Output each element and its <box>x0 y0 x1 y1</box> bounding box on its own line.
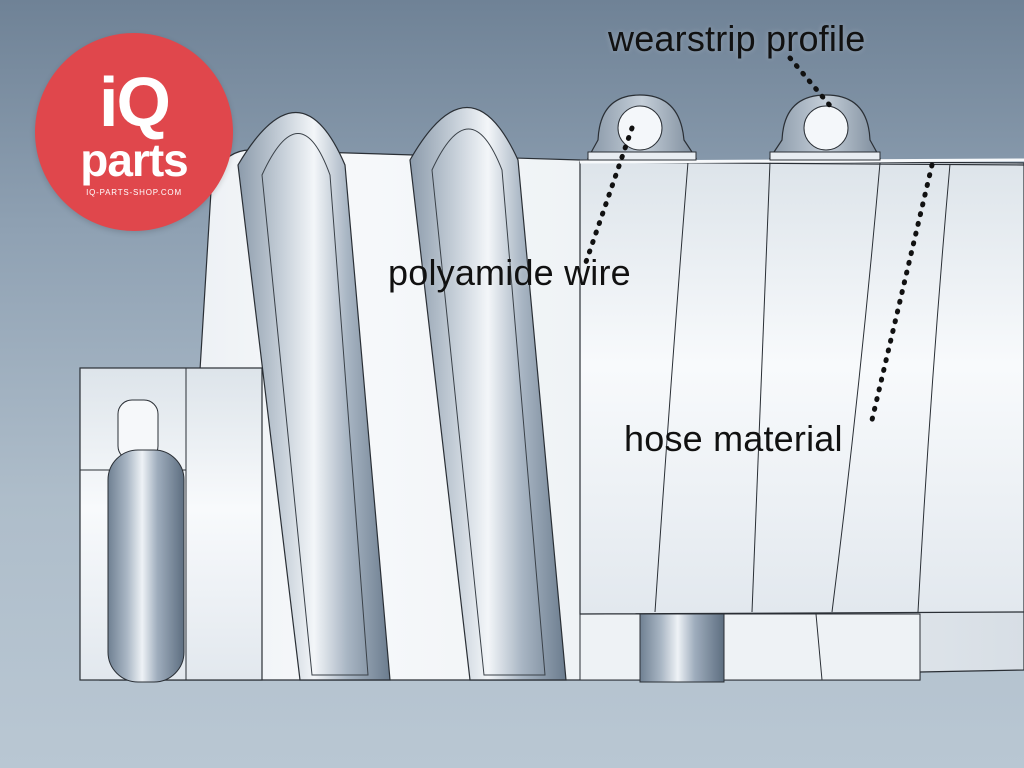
logo-brand-line1: iQ <box>99 63 171 141</box>
iq-parts-logo: iQ parts IQ-PARTS-SHOP.COM <box>35 33 233 231</box>
leader-hose <box>869 162 935 423</box>
hose-material-label: hose material <box>624 418 843 459</box>
lower-wire <box>639 613 725 683</box>
leader-wearstrip <box>787 55 835 111</box>
logo-url: IQ-PARTS-SHOP.COM <box>86 188 182 197</box>
hose-ring-1 <box>237 111 391 681</box>
wearstrip-profile-2 <box>768 94 882 161</box>
hose-material-panel <box>579 158 1024 615</box>
polyamide-wire-2 <box>803 105 849 151</box>
polyamide-wire-1 <box>617 105 663 151</box>
cut-wire <box>107 449 185 683</box>
logo-brand-line2: parts <box>80 134 188 186</box>
polyamide-wire-label: polyamide wire <box>388 252 631 293</box>
cutaway-section <box>79 367 263 683</box>
wearstrip-profile-label: wearstrip profile <box>608 18 866 59</box>
wearstrip-profile-1 <box>586 94 698 161</box>
hose-ring-2 <box>409 106 567 681</box>
lower-cut-panel <box>579 613 921 683</box>
leader-polyamide <box>583 125 635 265</box>
